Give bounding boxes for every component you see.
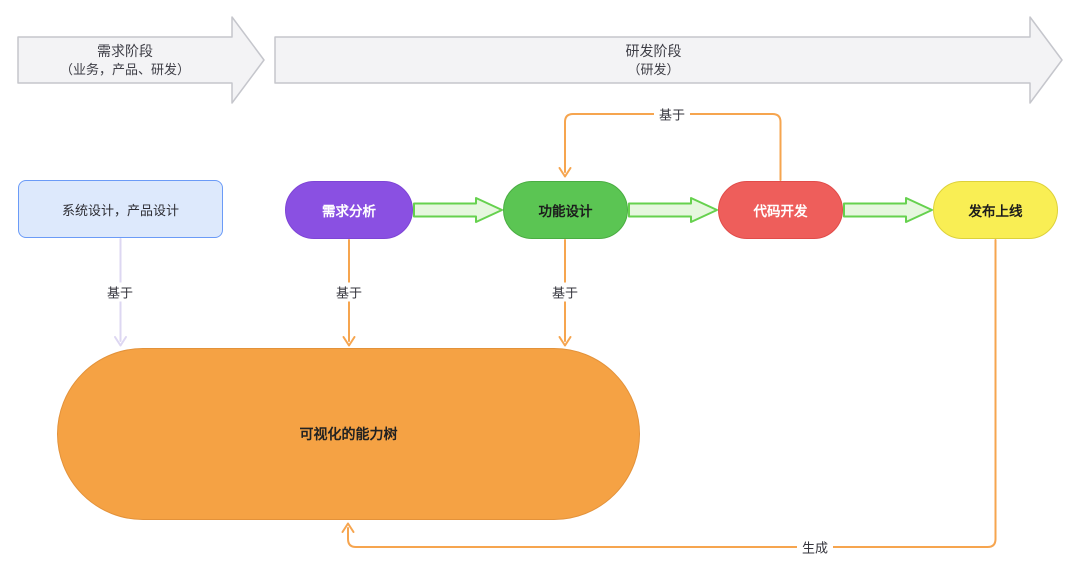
phase-banner-dev-shape: [274, 16, 1063, 104]
connector-code-to-function-loop: [558, 113, 782, 181]
phase-banner-requirement-subtitle: （业务，产品、研发）: [59, 61, 190, 77]
phase-banner-requirement-title: 需求阶段: [97, 42, 153, 59]
phase-banner-dev: 研发阶段 （研发）: [275, 37, 1032, 83]
node-function-design: 功能设计: [503, 181, 628, 239]
edge-label-system-to-tree: 基于: [101, 282, 139, 302]
phase-banner-requirement: 需求阶段 （业务，产品、研发）: [18, 37, 232, 83]
phase-banner-dev-title: 研发阶段: [625, 42, 682, 59]
flow-arrow-function-to-code: [628, 197, 718, 223]
phase-banner-dev-subtitle: （研发）: [627, 61, 680, 77]
node-system-product-design: 系统设计，产品设计: [18, 180, 223, 238]
node-capability-tree: 可视化的能力树: [57, 348, 640, 520]
flow-arrow-code-to-release: [843, 197, 933, 223]
connector-release-to-tree: [341, 239, 997, 548]
node-code-development-label: 代码开发: [753, 204, 808, 219]
node-release-online-label: 发布上线: [968, 204, 1023, 219]
node-system-product-design-label: 系统设计，产品设计: [61, 202, 179, 218]
edge-label-loop-code-to-function: 基于: [653, 104, 691, 124]
node-function-design-label: 功能设计: [538, 204, 593, 219]
node-code-development: 代码开发: [718, 181, 843, 239]
edge-label-requirement-to-tree: 基于: [330, 282, 368, 302]
phase-banner-requirement-shape: [17, 16, 265, 104]
node-release-online: 发布上线: [933, 181, 1058, 239]
node-capability-tree-label: 可视化的能力树: [299, 426, 398, 442]
edge-label-release-to-tree: 生成: [796, 537, 834, 557]
flow-arrow-requirement-to-function: [413, 197, 503, 223]
node-requirement-analysis: 需求分析: [285, 181, 413, 239]
edge-label-function-to-tree: 基于: [546, 282, 584, 302]
node-requirement-analysis-label: 需求分析: [322, 204, 376, 219]
